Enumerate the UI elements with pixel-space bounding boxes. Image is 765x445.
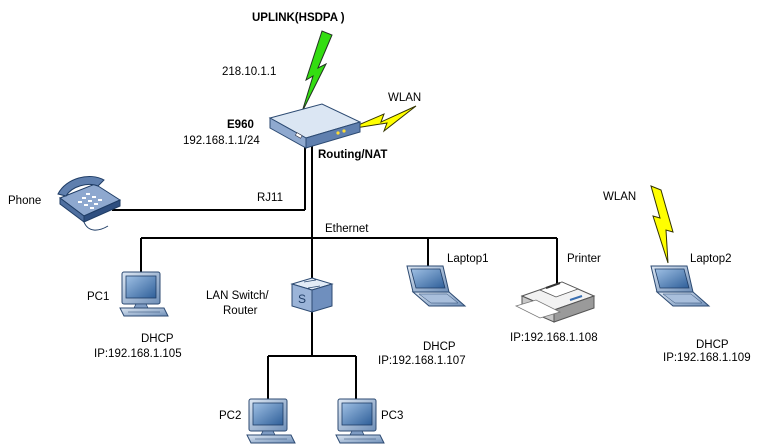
router-icon — [268, 103, 362, 149]
svg-text:S: S — [298, 292, 306, 306]
uplink-label: UPLINK(HSDPA ) — [252, 12, 345, 24]
router-wlan-bolt-icon — [348, 105, 417, 133]
laptop2-icon — [650, 265, 710, 307]
printer-icon — [514, 281, 596, 323]
printer-label: Printer — [567, 253, 601, 265]
rj11-label: RJ11 — [257, 192, 283, 204]
pc1-icon — [119, 271, 169, 317]
pc3-label: PC3 — [381, 410, 403, 422]
router-wlan-label: WLAN — [388, 92, 421, 104]
laptop1-ip: IP:192.168.1.107 — [378, 355, 466, 367]
phone-label: Phone — [8, 195, 41, 207]
ethernet-label: Ethernet — [325, 223, 369, 235]
laptop2-label: Laptop2 — [690, 253, 732, 265]
uplink-bolt-icon — [301, 30, 333, 113]
pc1-label: PC1 — [87, 291, 109, 303]
switch-label-line2: Router — [223, 305, 258, 317]
lan-switch-icon: S — [290, 277, 334, 313]
uplink-ip: 218.10.1.1 — [222, 66, 276, 78]
pc1-ip: IP:192.168.1.105 — [94, 348, 182, 360]
phone-icon — [57, 176, 122, 231]
printer-ip: IP:192.168.1.108 — [510, 332, 598, 344]
pc2-icon — [246, 398, 296, 444]
pc2-label: PC2 — [219, 410, 241, 422]
laptop2-wlan-label: WLAN — [603, 191, 636, 203]
router-name: E960 — [227, 119, 254, 131]
router-subnet: 192.168.1.1/24 — [183, 135, 260, 147]
pc3-icon — [335, 398, 385, 444]
router-function: Routing/NAT — [318, 149, 387, 161]
laptop1-mode: DHCP — [423, 341, 456, 353]
network-links — [112, 146, 558, 403]
pc1-mode: DHCP — [141, 333, 174, 345]
laptop2-ip: IP:192.168.1.109 — [663, 352, 751, 364]
laptop1-label: Laptop1 — [447, 253, 489, 265]
switch-label-line1: LAN Switch/ — [206, 290, 269, 302]
laptop2-mode: DHCP — [696, 339, 729, 351]
laptop2-wlan-bolt-icon — [650, 185, 674, 264]
laptop1-icon — [406, 265, 466, 307]
